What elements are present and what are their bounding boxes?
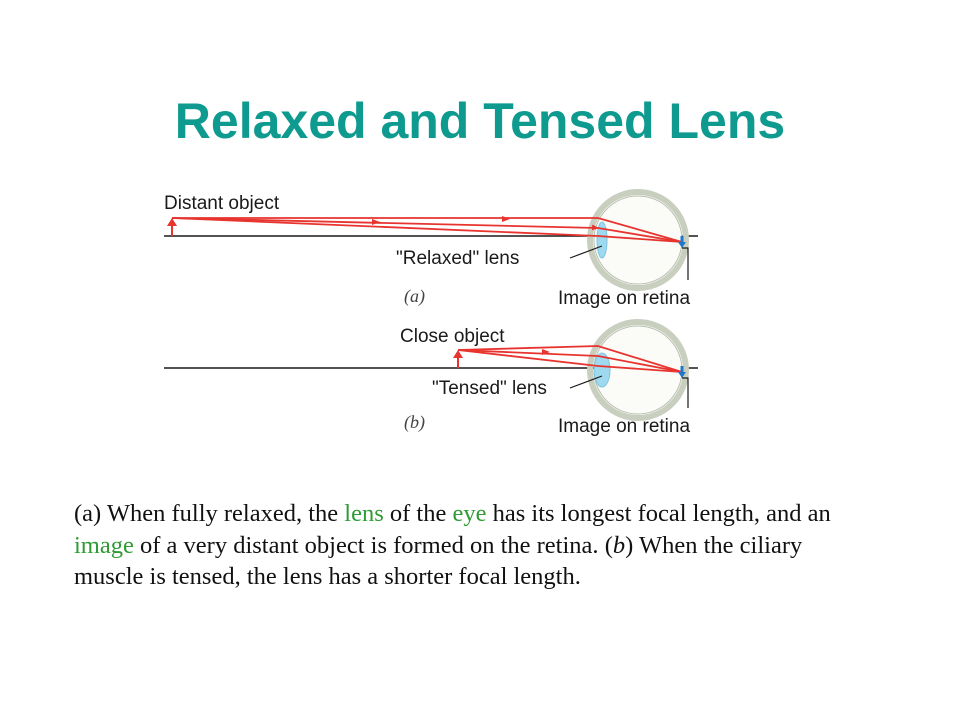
retina-image-arrow-b [678, 366, 686, 378]
distant-object-label: Distant object [164, 193, 280, 214]
caption-part-4: of a very distant object is formed on th… [133, 531, 605, 559]
relaxed-lens-label: "Relaxed" lens [396, 248, 519, 269]
tensed-lens-leader [569, 375, 603, 389]
panel-b: Close object [164, 319, 698, 437]
relaxed-lens-shape [596, 221, 608, 259]
panel-a-letter: (a) [404, 286, 425, 307]
slide-title: Relaxed and Tensed Lens [174, 93, 786, 149]
ray-arrowhead-a2 [502, 216, 510, 222]
caption-part-1: (a) When fully relaxed, the [74, 500, 345, 527]
eye-lens-diagram: Distant object [150, 180, 730, 440]
panel-b-letter: (b) [404, 412, 425, 433]
caption-part-2: of the [383, 500, 453, 527]
link-lens: lens [344, 500, 384, 527]
retina-image-arrow-a [678, 236, 686, 248]
tensed-lens-shape [593, 352, 611, 388]
ray-arrowhead-b1 [542, 349, 550, 355]
link-image: image [74, 531, 134, 559]
light-rays-a [171, 217, 683, 243]
image-leader-a [682, 247, 689, 280]
caption-letter-b: b [612, 531, 626, 559]
close-object-label: Close object [400, 326, 505, 347]
eye-lens-diagram-svg: Distant object [164, 189, 698, 437]
ray-arrowhead-a1 [372, 219, 380, 225]
caption-text: (a) When fully relaxed, the lens of the … [74, 498, 834, 593]
image-on-retina-label-a: Image on retina [558, 288, 690, 309]
light-rays-b [457, 345, 683, 373]
link-eye: eye [452, 500, 487, 527]
caption-part-5: When the ciliary muscle is tensed, the l… [74, 531, 803, 591]
relaxed-lens-leader [569, 245, 603, 259]
image-leader-b [682, 377, 689, 408]
panel-a: Distant object [164, 189, 698, 309]
caption-paren-close: ) [625, 531, 634, 559]
tensed-lens-label: "Tensed" lens [432, 378, 547, 399]
caption-part-3: has its longest focal length, and an [486, 500, 831, 527]
distant-object-arrow [167, 218, 177, 236]
close-object-arrow [453, 350, 463, 368]
image-on-retina-label-b: Image on retina [558, 416, 690, 437]
caption-paren-open: ( [604, 531, 613, 559]
eyeball-a [587, 189, 689, 291]
